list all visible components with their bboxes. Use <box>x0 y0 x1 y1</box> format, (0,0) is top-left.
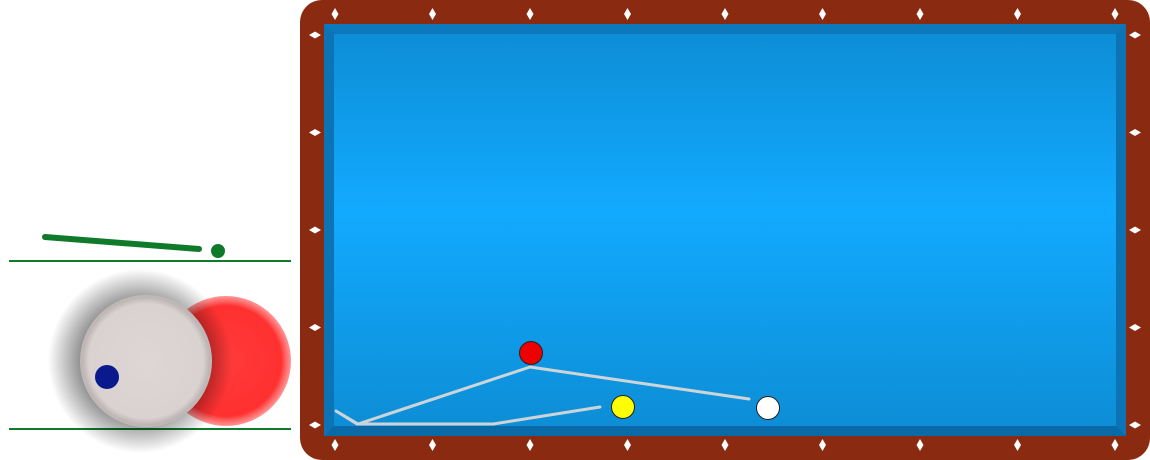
diamond-left-3 <box>309 324 321 331</box>
table-surface[interactable] <box>300 0 1150 460</box>
diamond-right-4 <box>1129 421 1141 429</box>
shot-aim-panel <box>0 0 300 460</box>
diamond-right-1 <box>1129 129 1141 136</box>
diamond-bottom-6 <box>916 439 924 451</box>
diamond-bottom-2 <box>526 439 534 451</box>
diamond-left-1 <box>309 129 321 136</box>
diamond-top-3 <box>624 8 631 20</box>
billiard-table[interactable] <box>300 0 1150 460</box>
red-ball[interactable] <box>519 341 543 365</box>
diamond-top-0 <box>331 8 339 20</box>
diamond-bottom-5 <box>819 439 826 451</box>
table-cloth[interactable] <box>334 34 1116 426</box>
shot-aim-view <box>9 234 291 453</box>
diamond-right-0 <box>1129 31 1141 39</box>
cue-stick-icon[interactable] <box>42 234 202 252</box>
diamond-left-2 <box>309 226 321 234</box>
diamond-right-3 <box>1129 324 1141 331</box>
diamond-bottom-4 <box>721 439 729 451</box>
diamond-top-7 <box>1014 8 1021 20</box>
white-ball[interactable] <box>756 396 780 420</box>
diamond-top-8 <box>1111 8 1119 20</box>
shot-trajectory <box>334 365 751 426</box>
cue-tip-dot-icon[interactable] <box>211 244 225 258</box>
diamond-bottom-7 <box>1014 439 1021 451</box>
cushion-left-bevel <box>324 24 334 436</box>
diamond-right-2 <box>1129 226 1141 234</box>
rail-diamonds <box>309 8 1141 451</box>
diamond-top-6 <box>916 8 924 20</box>
cue-ball-icon[interactable] <box>80 295 212 427</box>
cushion-top-bevel <box>324 24 1126 34</box>
diamond-bottom-3 <box>624 439 631 451</box>
diamond-top-5 <box>819 8 826 20</box>
diamond-bottom-0 <box>331 439 339 451</box>
diamond-top-2 <box>526 8 534 20</box>
cushion-right-bevel <box>1116 24 1126 436</box>
spin-marker-icon[interactable] <box>95 365 119 389</box>
diamond-bottom-1 <box>429 439 436 451</box>
diamond-left-0 <box>309 31 321 39</box>
yellow-ball[interactable] <box>611 395 635 419</box>
diamond-bottom-8 <box>1111 439 1119 451</box>
diamond-left-4 <box>309 421 321 429</box>
diamond-top-1 <box>429 8 436 20</box>
diamond-top-4 <box>721 8 729 20</box>
